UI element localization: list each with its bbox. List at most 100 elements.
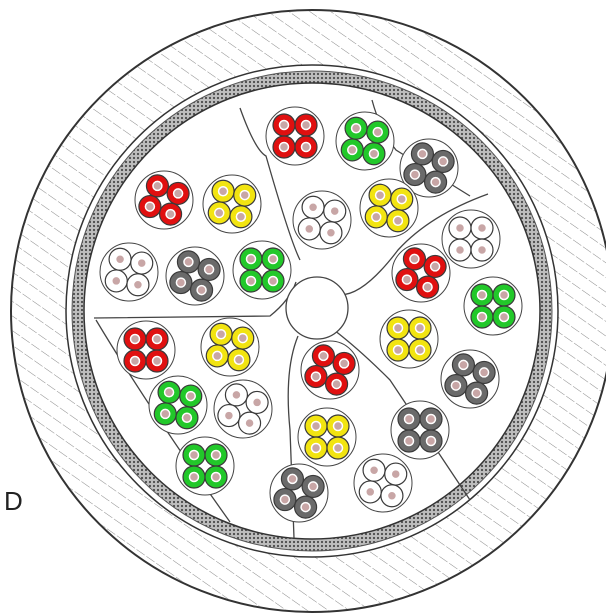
cable-bundle-yellow <box>297 407 357 467</box>
wire-conductor <box>151 333 163 345</box>
wire-conductor <box>396 193 407 205</box>
wire-conductor <box>278 141 290 153</box>
wire-conductor <box>409 253 420 265</box>
wire-conductor <box>414 322 426 334</box>
wire-conductor <box>235 211 247 222</box>
wire-conductor <box>188 471 200 483</box>
cable-bundles <box>99 106 523 523</box>
wire-conductor <box>212 350 223 362</box>
wire-conductor <box>450 380 462 391</box>
wire-conductor <box>163 387 175 398</box>
cable-bundle-white <box>99 242 159 302</box>
wire-conductor <box>331 378 342 390</box>
wire-conductor <box>374 190 386 201</box>
cable-bundle-gray <box>390 400 450 460</box>
wire-conductor <box>196 284 207 296</box>
wire-conductor <box>210 471 222 483</box>
wire-conductor <box>214 207 225 219</box>
wire-conductor <box>454 222 466 234</box>
cable-bundle-white <box>213 379 273 439</box>
wire-conductor <box>310 420 322 432</box>
wire-conductor <box>160 408 171 420</box>
wire-conductor <box>401 274 413 285</box>
wire-conductor <box>310 442 322 454</box>
wire-conductor <box>347 144 358 156</box>
cable-bundle-green <box>175 436 235 496</box>
cable-bundle-white <box>441 209 501 269</box>
wire-conductor <box>267 275 279 287</box>
wire-conductor <box>417 148 428 160</box>
wire-conductor <box>129 333 141 345</box>
wire-conductor <box>278 119 290 131</box>
cable-bundle-gray <box>269 463 329 523</box>
cable-bundle-red <box>116 320 176 380</box>
wire-conductor <box>152 180 163 192</box>
wire-conductor <box>430 176 441 188</box>
wire-conductor <box>329 205 340 217</box>
wire-conductor <box>244 417 255 429</box>
wire-conductor <box>414 344 426 356</box>
wire-conductor <box>245 253 257 265</box>
wire-conductor <box>300 141 312 153</box>
wire-conductor <box>368 148 380 159</box>
cable-bundle-red <box>134 170 194 230</box>
wire-conductor <box>476 222 488 234</box>
wire-conductor <box>183 256 194 268</box>
wire-conductor <box>310 371 322 382</box>
wire-conductor <box>233 354 245 365</box>
wire-conductor <box>151 355 163 367</box>
wire-conductor <box>476 244 488 256</box>
wire-conductor <box>245 275 257 287</box>
cable-bundle-red <box>391 243 451 303</box>
wire-conductor <box>498 289 510 301</box>
wire-conductor <box>392 322 404 334</box>
wire-conductor <box>498 311 510 323</box>
wire-conductor <box>372 126 383 138</box>
wire-conductor <box>392 215 404 226</box>
cable-bundle-yellow <box>202 174 262 234</box>
cable-bundle-yellow <box>200 317 260 377</box>
wire-conductor <box>332 420 344 432</box>
wire-conductor <box>332 442 344 454</box>
wire-conductor <box>111 275 122 287</box>
wire-conductor <box>425 435 437 447</box>
cable-bundle-gray <box>165 246 225 306</box>
wire-conductor <box>307 202 319 213</box>
wire-conductor <box>409 169 421 180</box>
cable-bundle-yellow <box>359 178 419 238</box>
cable-bundle-gray <box>399 138 459 198</box>
wire-conductor <box>239 189 250 201</box>
wire-conductor <box>403 413 415 425</box>
wire-conductor <box>471 387 482 399</box>
wire-conductor <box>181 412 193 423</box>
wire-conductor <box>422 281 433 293</box>
wire-conductor <box>215 329 227 340</box>
wire-conductor <box>114 254 126 265</box>
wire-conductor <box>175 277 187 288</box>
wire-conductor <box>386 490 398 501</box>
cable-bundle-gray <box>440 349 500 409</box>
wire-conductor <box>203 264 215 275</box>
wire-conductor <box>403 435 415 447</box>
wire-conductor <box>478 367 490 378</box>
wire-conductor <box>454 244 466 256</box>
cable-bundle-red <box>265 106 325 166</box>
wire-conductor <box>300 501 311 513</box>
cable-bundle-yellow <box>379 309 439 369</box>
wire-conductor <box>476 311 488 323</box>
wire-conductor <box>304 223 315 235</box>
wire-conductor <box>267 253 279 265</box>
cable-bundle-green <box>335 111 395 171</box>
wire-conductor <box>390 468 401 480</box>
wire-conductor <box>458 359 469 371</box>
wire-conductor <box>371 211 382 223</box>
wire-conductor <box>172 188 184 199</box>
wire-conductor <box>144 201 156 212</box>
wire-conductor <box>251 397 263 408</box>
wire-conductor <box>307 481 319 492</box>
wire-conductor <box>437 156 449 167</box>
cable-bundle-white <box>292 190 352 250</box>
wire-conductor <box>231 389 242 401</box>
wire-conductor <box>318 350 329 362</box>
